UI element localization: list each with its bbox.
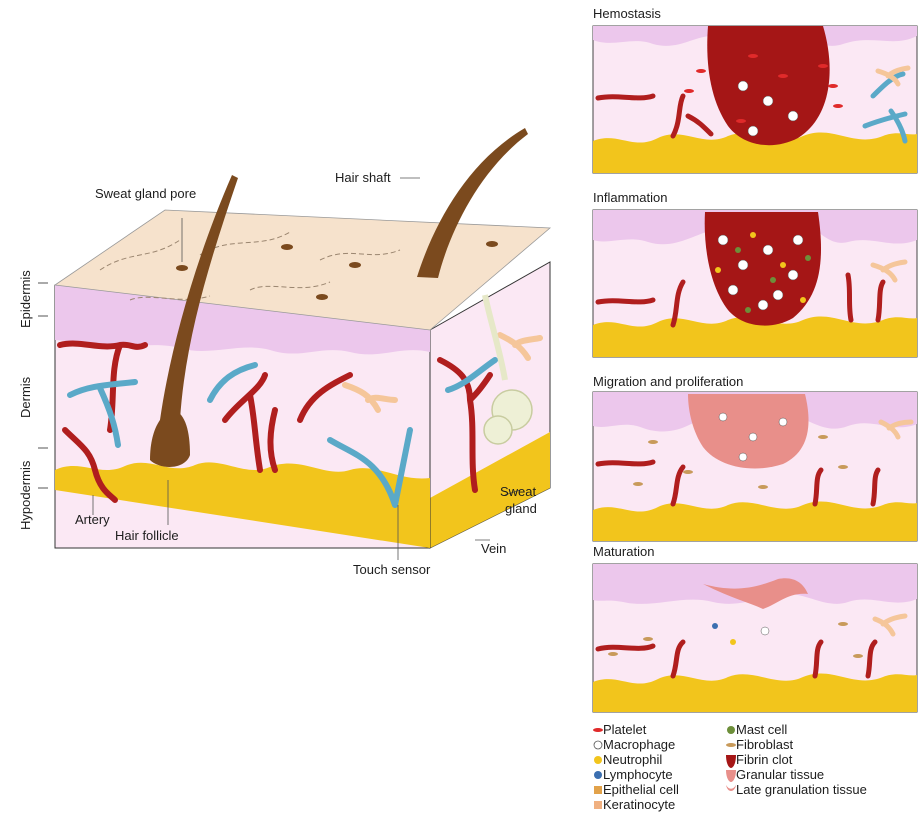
lymphocyte-swatch: [594, 771, 602, 779]
legend-item-platelet: Platelet: [603, 722, 679, 737]
panel-maturation: [593, 564, 918, 714]
legend-item-lymphocyte: Lymphocyte: [603, 767, 679, 782]
legend-item-fibroblast: Fibroblast: [736, 737, 867, 752]
panel-migration-proliferation: [593, 392, 918, 542]
label-sweat-gland-1: Sweat: [500, 484, 536, 499]
label-dermis: Dermis: [18, 377, 33, 418]
epithelial-cell-swatch: [594, 786, 602, 794]
panel-hemostasis: [593, 26, 918, 174]
neutrophil-swatch: [594, 756, 602, 764]
legend-item-macrophage: Macrophage: [603, 737, 679, 752]
legend-left: Platelet Macrophage Neutrophil Lymphocyt…: [603, 722, 679, 812]
label-hair-follicle: Hair follicle: [115, 528, 179, 543]
phase-title-migration: Migration and proliferation: [593, 374, 743, 389]
keratinocyte-swatch: [594, 801, 602, 809]
sweat-pore: [281, 244, 293, 250]
late-granulation-swatch: [726, 785, 736, 791]
sweat-pore: [316, 294, 328, 300]
label-sweat-gland-pore: Sweat gland pore: [95, 186, 196, 201]
sweat-pore: [176, 265, 188, 271]
label-sweat-gland-2: gland: [505, 501, 537, 516]
label-touch-sensor: Touch sensor: [353, 562, 430, 577]
sweat-pore: [486, 241, 498, 247]
phase-title-inflammation: Inflammation: [593, 190, 667, 205]
phase-title-hemostasis: Hemostasis: [593, 6, 661, 21]
label-artery: Artery: [75, 512, 110, 527]
label-vein: Vein: [481, 541, 506, 556]
legend-right: Mast cell Fibroblast Fibrin clot Granula…: [736, 722, 867, 797]
fibrin-clot-swatch: [726, 755, 736, 768]
label-hypodermis: Hypodermis: [18, 461, 33, 530]
legend-item-keratinocyte: Keratinocyte: [603, 797, 679, 812]
macrophage-swatch: [594, 741, 602, 749]
layer-ticks: [38, 283, 48, 488]
label-epidermis: Epidermis: [18, 270, 33, 328]
label-hair-shaft: Hair shaft: [335, 170, 391, 185]
skin-cross-section: [0, 0, 560, 600]
platelet-swatch: [593, 728, 603, 732]
legend-item-epithelial-cell: Epithelial cell: [603, 782, 679, 797]
fibroblast-swatch: [726, 743, 736, 747]
legend-item-fibrin-clot: Fibrin clot: [736, 752, 867, 767]
granular-tissue-swatch: [726, 770, 736, 782]
legend-item-late-granulation-tissue: Late granulation tissue: [736, 782, 867, 797]
legend-item-neutrophil: Neutrophil: [603, 752, 679, 767]
legend-item-granular-tissue: Granular tissue: [736, 767, 867, 782]
phase-title-maturation: Maturation: [593, 544, 654, 559]
legend-item-mast-cell: Mast cell: [736, 722, 867, 737]
mast-cell-swatch: [727, 726, 735, 734]
sweat-pore: [349, 262, 361, 268]
panel-inflammation: [593, 210, 918, 358]
